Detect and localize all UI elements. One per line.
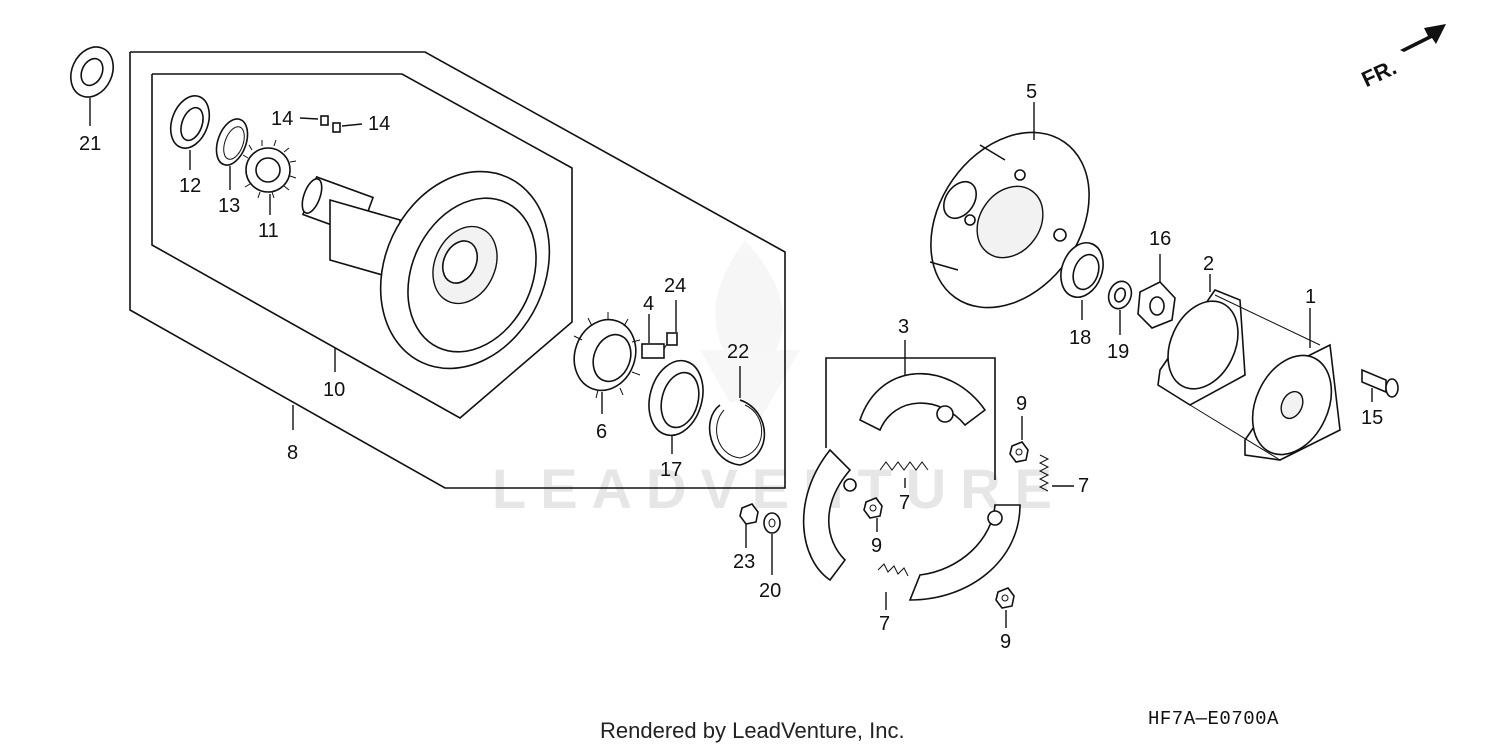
part-7-spring-lower: [877, 563, 909, 577]
callout-9-middle[interactable]: 9: [871, 535, 882, 557]
front-label: FR.: [1358, 54, 1401, 92]
part-10-drum: [301, 170, 551, 370]
part-2-gasket: [1157, 289, 1246, 406]
part-20-washer: [763, 512, 781, 534]
part-5-drive-plate: [929, 131, 1090, 309]
credit-text: Rendered by LeadVenture, Inc.: [600, 718, 905, 743]
callout-9-upper[interactable]: 9: [1016, 393, 1027, 415]
assembly-outline-8: [129, 51, 786, 489]
callout-7-right[interactable]: 7: [1078, 475, 1089, 497]
part-23-nut: [739, 503, 759, 525]
assembly-outline-10: [151, 73, 573, 419]
callout-7-lower[interactable]: 7: [879, 613, 890, 635]
callout-1[interactable]: 1: [1305, 286, 1316, 308]
part-13-spring: [215, 118, 249, 166]
part-4-spring: [641, 342, 668, 359]
part-9-nut-middle: [863, 497, 883, 519]
callout-6[interactable]: 6: [596, 421, 607, 443]
callout-3[interactable]: 3: [898, 316, 909, 338]
callout-11[interactable]: 11: [258, 220, 279, 242]
callout-15[interactable]: 15: [1361, 407, 1383, 429]
callout-18[interactable]: 18: [1069, 327, 1091, 349]
callout-17[interactable]: 17: [660, 459, 682, 481]
callout-23[interactable]: 23: [733, 551, 755, 573]
callout-8[interactable]: 8: [287, 442, 298, 464]
callout-2[interactable]: 2: [1203, 253, 1214, 275]
callout-19[interactable]: 19: [1107, 341, 1129, 363]
callout-12[interactable]: 12: [179, 175, 201, 197]
part-3-shoe-lower: [908, 504, 1021, 601]
callout-20[interactable]: 20: [759, 580, 781, 602]
part-11-gear: [242, 139, 297, 199]
callout-10[interactable]: 10: [323, 379, 345, 401]
part-19-washer: [1107, 280, 1133, 310]
part-3-shoe-left: [802, 448, 857, 582]
callout-13[interactable]: 13: [218, 195, 240, 217]
callout-22[interactable]: 22: [727, 341, 749, 363]
part-22-snap-ring: [708, 399, 766, 466]
part-1-cover: [1189, 294, 1341, 461]
part-6-clutch-cage: [573, 312, 641, 399]
diagram-code: HF7A—E0700A: [1148, 708, 1279, 730]
part-14-pins: [320, 115, 341, 133]
part-16-nut: [1137, 281, 1176, 329]
part-17-plate: [648, 359, 704, 437]
part-9-nut-lower: [995, 587, 1015, 609]
part-7-spring-right: [1038, 454, 1050, 492]
callout-16[interactable]: 16: [1149, 228, 1171, 250]
callout-9-lower[interactable]: 9: [1000, 631, 1011, 653]
part-3-shoe-upper: [859, 372, 987, 432]
part-9-nut-upper: [1009, 441, 1029, 463]
callout-14-right[interactable]: 14: [368, 113, 390, 135]
callout-leaders: [89, 98, 1373, 628]
part-21-washer: [70, 46, 114, 98]
callout-7-upper[interactable]: 7: [899, 492, 910, 514]
part-7-spring-upper: [879, 461, 929, 471]
part-15-bolt: [1361, 368, 1399, 398]
part-24-pin: [666, 332, 678, 346]
callout-14-left[interactable]: 14: [271, 108, 293, 130]
front-direction-indicator: FR.: [1358, 24, 1446, 92]
callout-5[interactable]: 5: [1026, 81, 1037, 103]
shoe-group-outline-3: [825, 357, 996, 480]
watermark-logo: [700, 240, 800, 420]
part-12-oil-seal: [169, 95, 211, 149]
callout-4[interactable]: 4: [643, 293, 654, 315]
callout-24[interactable]: 24: [664, 275, 686, 297]
part-18-clutch-cage: [1060, 242, 1104, 298]
front-arrow-icon: [1400, 24, 1446, 52]
callout-21[interactable]: 21: [79, 133, 101, 155]
